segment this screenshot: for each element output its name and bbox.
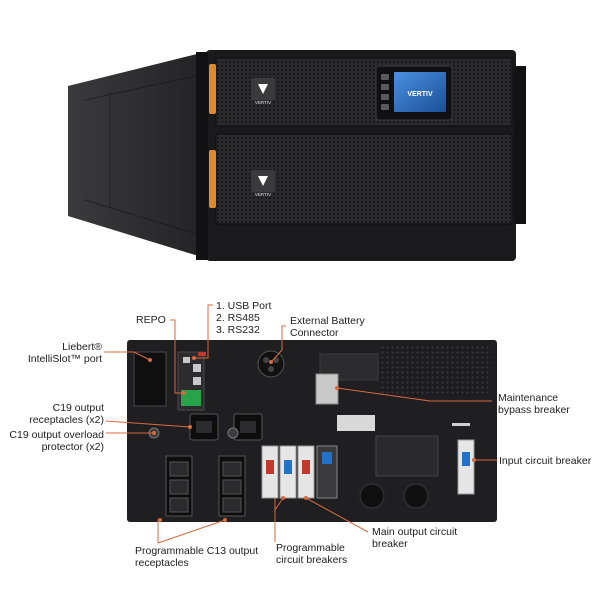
repo-terminal — [181, 390, 201, 406]
ups-side-panel — [68, 52, 205, 258]
left-rack-ear — [196, 52, 208, 260]
callout-dots — [148, 356, 476, 522]
label-external-battery-2: Connector — [290, 327, 339, 339]
rs485-port — [193, 364, 201, 372]
label-programmable-breakers-2: circuit breakers — [276, 554, 348, 566]
usb-port — [183, 357, 190, 363]
c19-receptacles — [189, 413, 263, 441]
programmable-breakers — [261, 445, 297, 499]
label-usb-port: 1. USB Port — [216, 300, 272, 312]
overload-protector[interactable] — [227, 427, 239, 439]
label-rs232: 3. RS232 — [216, 324, 260, 336]
upper-logo-badge: VERTIV — [251, 78, 275, 105]
rear-vent-grille — [380, 344, 492, 396]
label-rs485: 2. RS485 — [216, 312, 260, 324]
rs232-port — [193, 377, 201, 385]
display-buttons — [381, 74, 389, 110]
label-c19-receptacles: C19 output — [52, 402, 104, 414]
right-rack-ear — [514, 66, 526, 224]
label-c19-protector-2: protector (x2) — [41, 441, 104, 453]
label-intellislot: IntelliSlot™ port — [27, 353, 102, 365]
screen-brand: VERTIV — [407, 91, 433, 98]
label-maintenance-bypass-2: bypass breaker — [498, 404, 570, 416]
label-liebert: Liebert® — [62, 341, 102, 353]
ups-rear-panel — [127, 340, 497, 522]
vertiv-logo-icon — [258, 84, 268, 94]
input-breaker[interactable] — [457, 439, 475, 495]
callout-lines — [104, 304, 497, 544]
label-maintenance-bypass: Maintenance — [498, 392, 559, 404]
lower-logo-badge: VERTIV — [251, 170, 275, 197]
label-main-output-breaker: Main output circuit — [372, 526, 458, 538]
label-c19-receptacles-2: receptacles (x2) — [29, 414, 104, 426]
label-c19-protector: C19 output overload — [9, 429, 104, 441]
comm-ports — [177, 351, 206, 411]
label-main-output-breaker-2: breaker — [372, 538, 408, 550]
main-output-breaker[interactable] — [297, 445, 315, 499]
label-programmable-c13: Programmable C13 output — [135, 545, 259, 557]
display-button[interactable] — [381, 74, 389, 80]
svg-text:VERTIV: VERTIV — [255, 192, 271, 197]
display-button[interactable] — [381, 94, 389, 100]
display-button[interactable] — [381, 84, 389, 90]
label-repo: REPO — [136, 314, 166, 326]
ups-front-view: VERTIV VERTIV VERTIV — [68, 50, 526, 261]
label-external-battery: External Battery — [290, 315, 365, 327]
svg-text:VERTIV: VERTIV — [255, 100, 271, 105]
c13-receptacles — [165, 455, 246, 517]
display-button[interactable] — [381, 104, 389, 110]
label-programmable-breakers: Programmable — [276, 542, 345, 554]
warning-label — [337, 415, 375, 431]
lcd-screen — [394, 72, 446, 112]
vertiv-logo-icon — [258, 176, 268, 186]
lower-handle — [209, 150, 216, 208]
label-input-circuit-breaker: Input circuit breaker — [499, 455, 592, 467]
label-programmable-c13-2: receptacles — [135, 557, 189, 569]
upper-handle — [209, 64, 216, 114]
